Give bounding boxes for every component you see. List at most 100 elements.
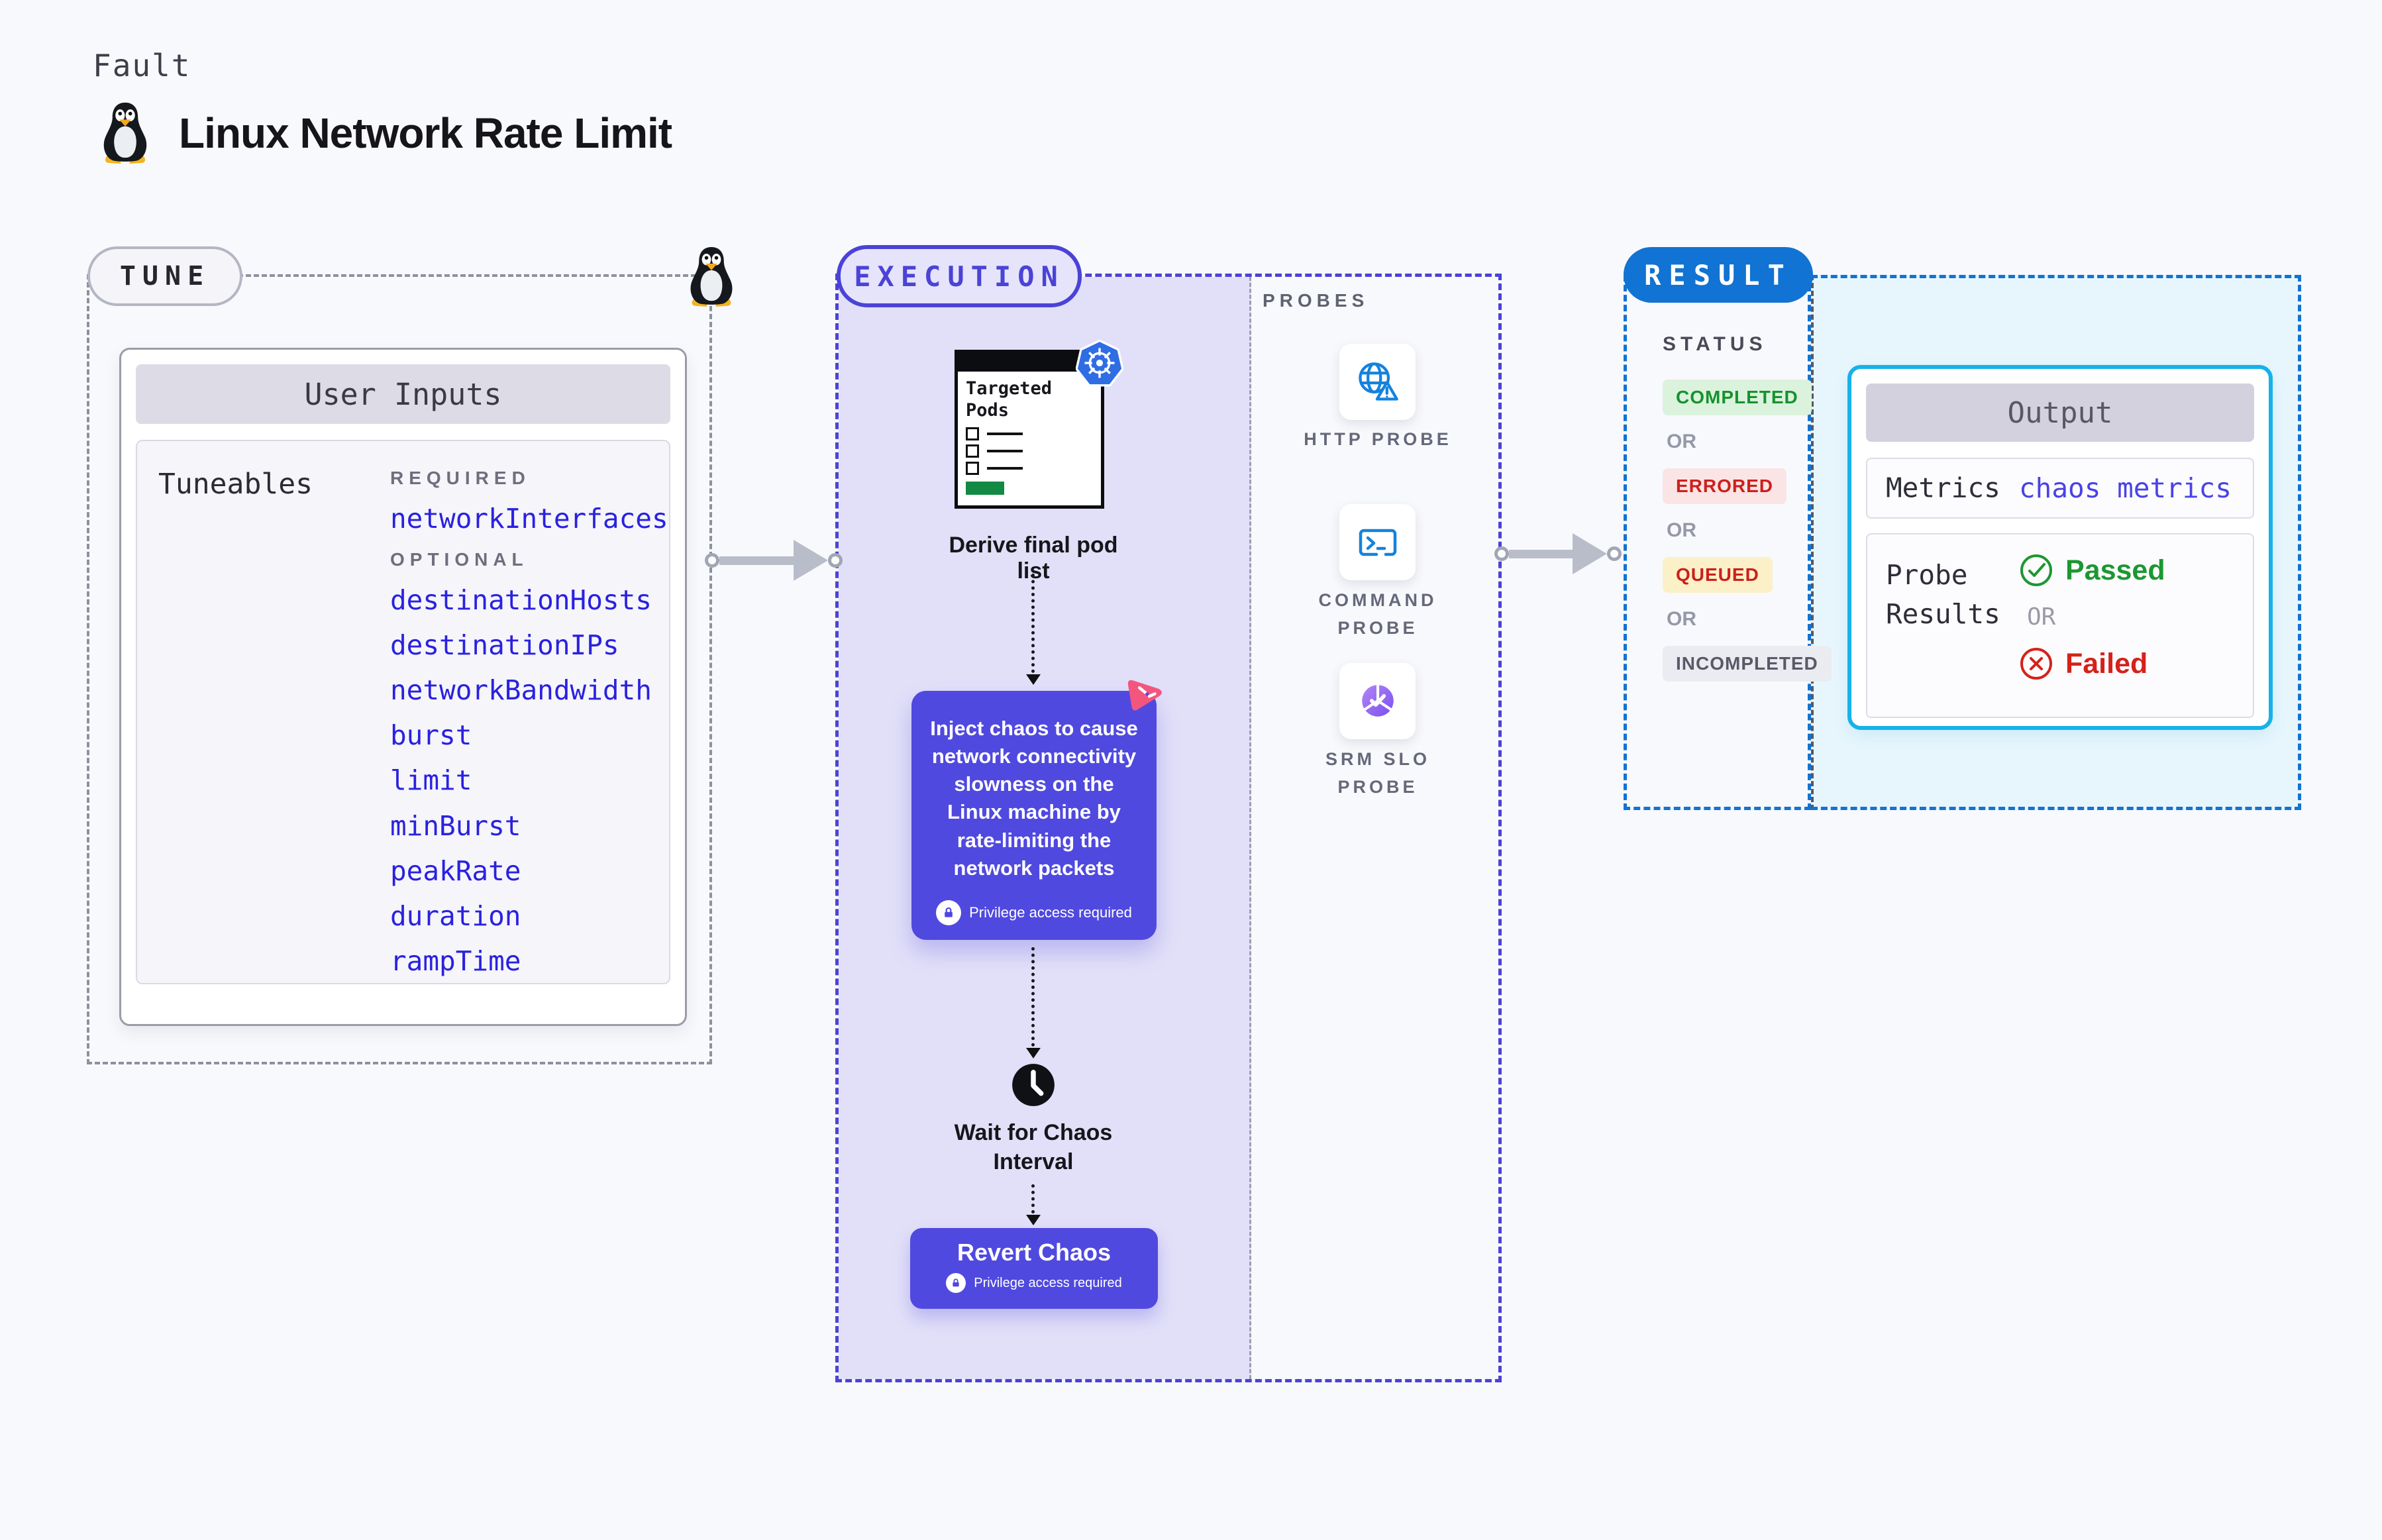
list-line xyxy=(987,449,1023,452)
srm-slo-probe-label: SRM SLO PROBE xyxy=(1325,749,1430,797)
derive-pod-list-caption: Derive final pod list xyxy=(949,533,1118,584)
or-separator: OR xyxy=(1667,519,1696,541)
arrow-head xyxy=(1573,533,1607,574)
param-link[interactable]: rampTime xyxy=(390,945,521,977)
selected-pods-bar xyxy=(966,481,1004,495)
arrow-line xyxy=(719,556,794,565)
pod-list-row xyxy=(966,427,1101,440)
flow-connector xyxy=(1031,574,1035,673)
tune-to-execution-arrow xyxy=(705,540,843,581)
tuneables-label: Tuneables xyxy=(158,468,313,501)
x-circle-icon xyxy=(2020,648,2052,680)
param-link[interactable]: networkBandwidth xyxy=(390,674,652,707)
required-label: REQUIRED xyxy=(390,468,531,488)
chaos-metrics-link[interactable]: chaos metrics xyxy=(2019,472,2232,504)
execution-to-result-arrow xyxy=(1494,533,1622,574)
param-link[interactable]: duration xyxy=(390,899,521,932)
inject-chaos-text: Inject chaos to cause network connectivi… xyxy=(930,717,1138,880)
chaos-fault-icon xyxy=(1127,680,1162,711)
privilege-note: Privilege access required xyxy=(969,904,1132,921)
connector-node xyxy=(1607,546,1622,561)
user-inputs-header: User Inputs xyxy=(136,364,670,424)
execution-section-pill: EXECUTION xyxy=(837,245,1082,307)
param-link[interactable]: destinationHosts xyxy=(390,584,652,617)
metrics-label: Metrics xyxy=(1886,472,2000,504)
slo-gauge-icon xyxy=(1361,683,1394,717)
failed-label: Failed xyxy=(2065,647,2148,680)
passed-line: Passed xyxy=(2019,553,2165,588)
output-header: Output xyxy=(1866,384,2254,442)
probes-divider xyxy=(1249,277,1251,1379)
http-probe-card xyxy=(1339,344,1416,420)
probe-results-values: Passed OR Failed xyxy=(2019,553,2165,681)
probe-results-label: Probe Results xyxy=(1886,559,2000,631)
lock-icon xyxy=(946,1273,966,1293)
checkbox-icon xyxy=(966,427,979,440)
flow-arrowhead xyxy=(1026,674,1041,685)
list-line xyxy=(987,432,1023,435)
list-line xyxy=(987,466,1023,470)
srm-slo-probe-card xyxy=(1339,663,1416,739)
probe-results-row: Probe Results Passed OR Failed xyxy=(1866,533,2254,718)
status-label: STATUS xyxy=(1663,333,1767,355)
connector-node xyxy=(828,553,843,568)
tune-section-pill: TUNE xyxy=(87,246,242,306)
wait-interval-caption: Wait for Chaos Interval xyxy=(954,1120,1113,1175)
failed-line: Failed xyxy=(2019,646,2165,681)
tuneables-panel: Tuneables REQUIRED networkInterfaces OPT… xyxy=(136,440,670,984)
page-title-row: Linux Network Rate Limit xyxy=(98,101,672,166)
revert-chaos-step: Revert Chaos Privilege access required xyxy=(910,1228,1158,1309)
inject-chaos-step: Inject chaos to cause network connectivi… xyxy=(911,691,1157,940)
or-separator: OR xyxy=(1667,608,1696,630)
http-probe-label: HTTP PROBE xyxy=(1304,429,1452,449)
param-link[interactable]: destinationIPs xyxy=(390,629,619,662)
targeted-pods-illustration: Targeted Pods xyxy=(955,350,1104,509)
param-link[interactable]: peakRate xyxy=(390,854,521,887)
status-badge-completed: COMPLETED xyxy=(1663,380,1812,415)
param-link[interactable]: limit xyxy=(390,764,472,797)
pod-list-row xyxy=(966,444,1101,458)
tux-penguin-icon xyxy=(103,102,147,164)
param-link[interactable]: burst xyxy=(390,719,472,752)
param-link[interactable]: minBurst xyxy=(390,809,521,842)
probes-label: PROBES xyxy=(1263,290,1369,311)
globe-alert-icon xyxy=(1358,362,1398,401)
arrow-head xyxy=(794,540,828,581)
status-list: COMPLETED OR ERRORED OR QUEUED OR INCOMP… xyxy=(1663,380,1832,682)
privilege-note-row: Privilege access required xyxy=(911,900,1157,925)
passed-label: Passed xyxy=(2065,554,2165,586)
flow-arrowhead xyxy=(1026,1215,1041,1225)
metrics-row: Metrics chaos metrics xyxy=(1866,458,2254,519)
terminal-icon xyxy=(1359,529,1396,556)
flow-arrowhead xyxy=(1026,1048,1041,1058)
command-probe-label: COMMAND PROBE xyxy=(1318,590,1437,638)
user-inputs-card: User Inputs Tuneables REQUIRED networkIn… xyxy=(119,348,687,1026)
check-circle-icon xyxy=(2020,554,2052,586)
flow-connector xyxy=(1031,1184,1035,1213)
execution-label: EXECUTION xyxy=(854,260,1064,293)
optional-label: OPTIONAL xyxy=(390,549,529,570)
tune-section-box xyxy=(87,274,712,1064)
status-badge-incompleted: INCOMPLETED xyxy=(1663,646,1832,682)
kubernetes-icon xyxy=(1076,339,1123,387)
output-card: Output Metrics chaos metrics Probe Resul… xyxy=(1847,365,2273,730)
tune-label: TUNE xyxy=(119,261,211,291)
result-label: RESULT xyxy=(1644,258,1792,291)
command-probe-card xyxy=(1339,504,1416,580)
privilege-note: Privilege access required xyxy=(974,1275,1122,1290)
connector-node xyxy=(1494,546,1509,561)
status-badge-errored: ERRORED xyxy=(1663,468,1787,504)
revert-chaos-label: Revert Chaos xyxy=(957,1239,1112,1266)
result-section-pill: RESULT xyxy=(1624,247,1813,303)
checkbox-icon xyxy=(966,444,979,458)
page-title: Linux Network Rate Limit xyxy=(179,109,672,157)
flow-connector xyxy=(1031,947,1035,1047)
tuneables-list: REQUIRED networkInterfaces OPTIONAL dest… xyxy=(390,468,668,976)
status-badge-queued: QUEUED xyxy=(1663,557,1773,593)
param-link[interactable]: networkInterfaces xyxy=(390,503,668,535)
tux-penguin-icon xyxy=(690,247,733,307)
or-separator: OR xyxy=(2027,603,2056,631)
or-separator: OR xyxy=(1667,431,1696,452)
clock-icon xyxy=(1012,1064,1055,1106)
